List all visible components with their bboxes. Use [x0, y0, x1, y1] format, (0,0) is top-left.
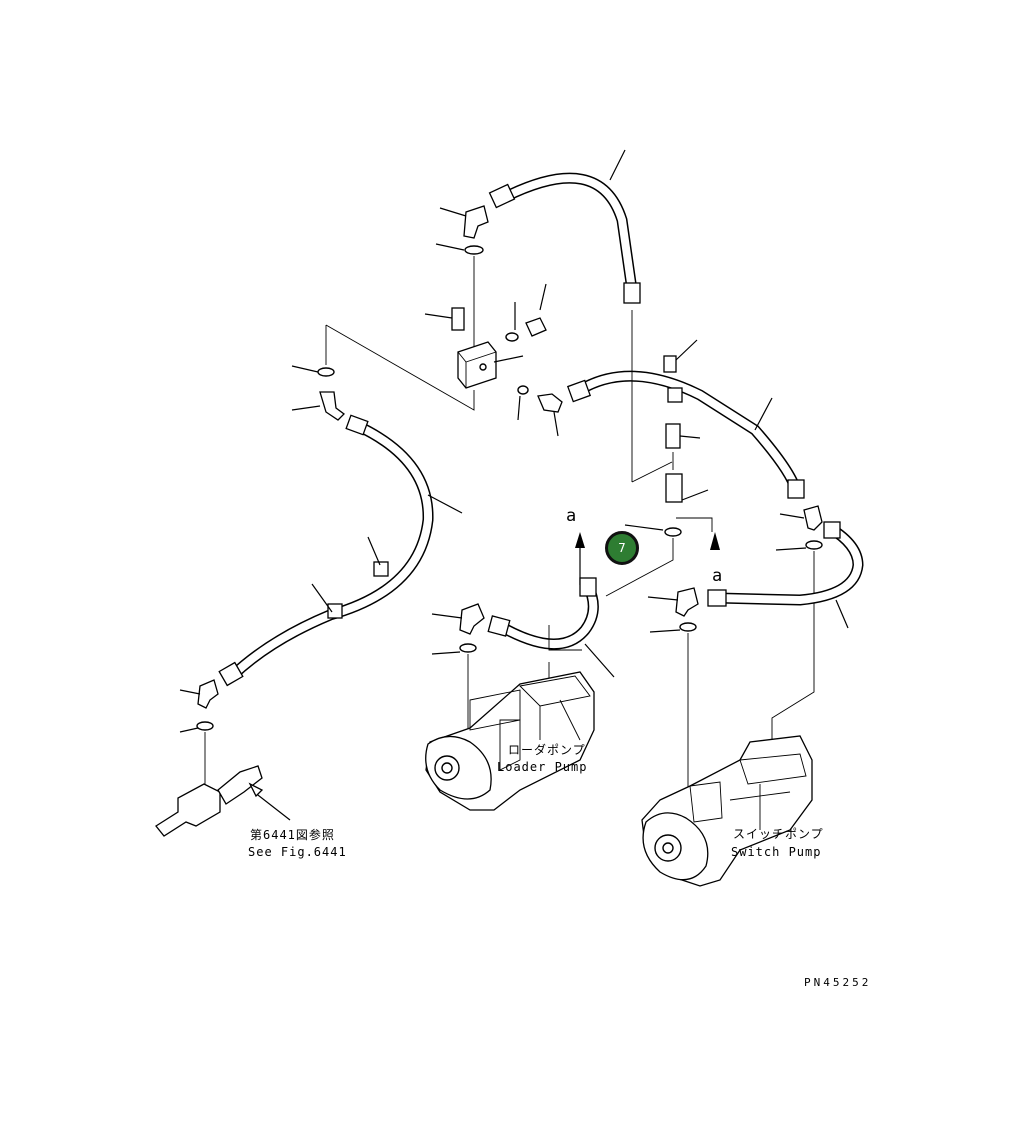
switch-pump-label-jp: スイッチポンプ — [733, 827, 824, 841]
left-elbow — [291, 365, 345, 421]
lower-left-elbow — [179, 679, 219, 790]
figure-code: PN45252 — [804, 976, 872, 989]
loader-pump-label-en: Loader Pump — [497, 760, 588, 774]
hotspot-label: 7 — [618, 541, 626, 555]
right-upper-hose — [537, 339, 805, 499]
left-long-hose — [218, 414, 463, 687]
loader-pump-label-jp: ローダポンプ — [508, 743, 586, 757]
switch-pump-drawing — [641, 735, 813, 887]
top-elbow — [435, 205, 489, 348]
marker-a-right: a — [712, 566, 724, 586]
arrow-a-right — [710, 532, 720, 550]
arrow-a-left — [575, 532, 585, 585]
bracket-leader — [325, 324, 475, 411]
see-fig-label-jp: 第6441図参照 — [250, 828, 335, 842]
leader-line — [631, 461, 673, 483]
right-elbow — [771, 505, 823, 745]
switch-pump-elbow — [647, 587, 699, 790]
switch-pump-label-en: Switch Pump — [731, 845, 822, 859]
loader-pump-drawing — [425, 671, 595, 811]
switch-pump-hose — [707, 521, 864, 629]
loader-pump-hose — [487, 577, 615, 678]
see-fig-label-en: See Fig.6441 — [248, 845, 347, 859]
valve-stub — [155, 765, 291, 837]
part-hotspot-badge[interactable]: 7 — [605, 531, 639, 565]
marker-a-left: a — [566, 506, 578, 526]
center-fittings — [605, 423, 713, 597]
manifold-block — [424, 283, 547, 421]
top-hose — [488, 149, 641, 304]
